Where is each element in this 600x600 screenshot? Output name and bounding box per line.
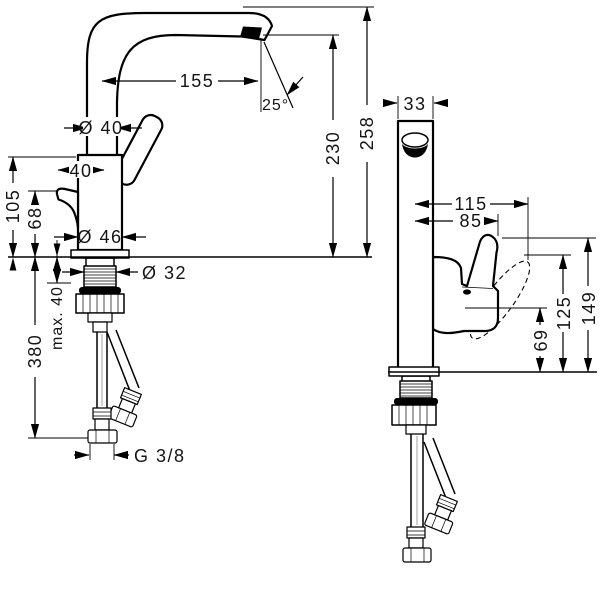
right-under-deck-assembly bbox=[391, 375, 458, 563]
dim-label-230: 230 bbox=[323, 131, 343, 166]
supply-hose-straight bbox=[402, 434, 432, 563]
dim-label-258: 258 bbox=[357, 116, 377, 151]
dim-label-380: 380 bbox=[25, 334, 45, 369]
hose-end-nut bbox=[87, 429, 118, 444]
aerator-outlet bbox=[240, 26, 262, 39]
handle-front bbox=[431, 233, 500, 335]
nut-ribs bbox=[398, 405, 428, 425]
dim-label-g38: G 3/8 bbox=[134, 446, 186, 466]
dim-label-40: 40 bbox=[69, 161, 92, 181]
thread-hatch bbox=[400, 383, 432, 397]
dim-label-d40: Ø 40 bbox=[78, 118, 123, 138]
mounting-nut bbox=[391, 404, 437, 426]
dim-label-25deg: 25° bbox=[262, 97, 289, 114]
dim-label-125: 125 bbox=[554, 296, 574, 331]
left-view-dimensions: 155 25° Ø 40 40 105 68 Ø 46 Ø bbox=[3, 6, 377, 466]
dim-label-d46: Ø 46 bbox=[77, 227, 122, 247]
faucet-column bbox=[396, 119, 435, 370]
spout-opening-rim bbox=[401, 132, 429, 148]
hose-end-nut bbox=[402, 547, 432, 563]
dim-label-69: 69 bbox=[531, 328, 551, 351]
left-under-deck-assembly bbox=[28, 257, 142, 444]
dim-label-105: 105 bbox=[3, 189, 23, 224]
nut-ribs bbox=[82, 294, 119, 313]
handle-pivot-dot bbox=[463, 289, 471, 295]
thread-hatch bbox=[84, 268, 116, 285]
dim-label-155: 155 bbox=[180, 71, 215, 91]
base-plate bbox=[70, 249, 130, 259]
rubber-washer bbox=[79, 287, 121, 294]
spout-opening-dark bbox=[402, 144, 428, 158]
dim-label-max40: max. 40 bbox=[49, 286, 66, 350]
rear-hook-lever bbox=[55, 187, 80, 230]
supply-hose-diagonal bbox=[423, 437, 458, 535]
dim-label-115: 115 bbox=[454, 194, 487, 214]
dim-label-68: 68 bbox=[25, 206, 45, 229]
dim-label-85: 85 bbox=[459, 211, 482, 231]
dim-label-33: 33 bbox=[403, 94, 426, 114]
rubber-washer bbox=[394, 398, 438, 405]
dim-label-149: 149 bbox=[579, 291, 599, 326]
supply-hose-diagonal bbox=[106, 329, 142, 428]
supply-hose-straight bbox=[87, 332, 118, 444]
right-view bbox=[388, 119, 597, 563]
right-view-dimensions: 33 115 85 149 125 69 bbox=[383, 94, 599, 373]
dim-label-d32: Ø 32 bbox=[142, 263, 187, 283]
